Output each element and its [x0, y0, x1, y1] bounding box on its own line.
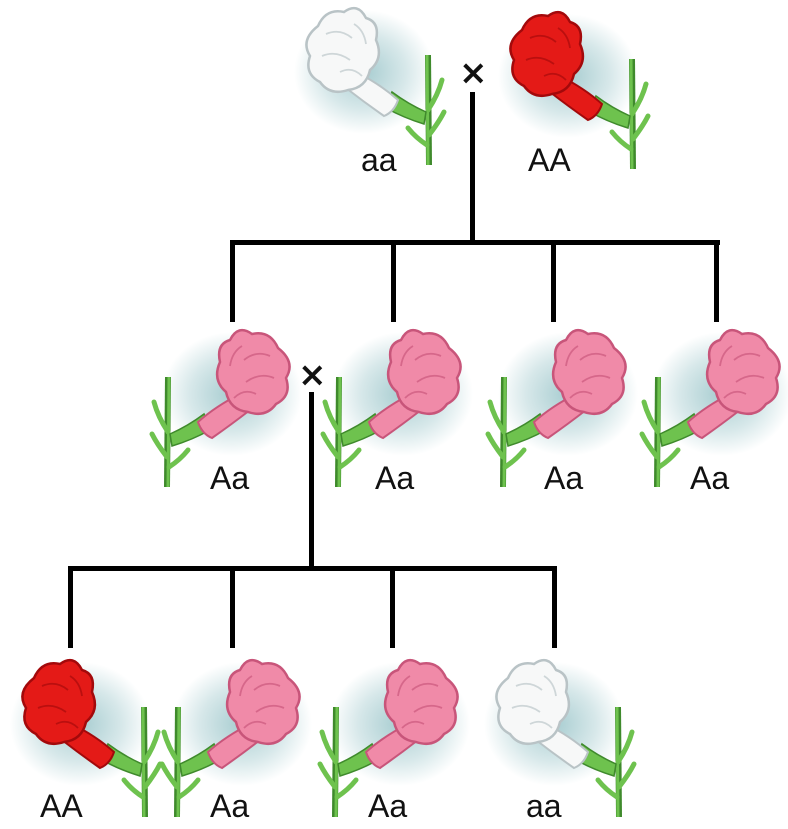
genotype-label-f2-1: AA — [40, 788, 83, 824]
genotype-label-f2-3: Aa — [368, 788, 407, 824]
connector-f2-bar — [68, 566, 557, 571]
connector-f1-drop-1 — [230, 240, 235, 322]
connector-f1-drop-2 — [391, 240, 396, 322]
genotype-label-f2-2: Aa — [210, 788, 249, 824]
genotype-label-p-1: aa — [361, 142, 397, 178]
genotype-label-f1-3: Aa — [544, 460, 583, 496]
genotype-label-f1-2: Aa — [375, 460, 414, 496]
connector-f1-stem — [309, 392, 314, 570]
connector-f2-drop-4 — [552, 566, 557, 648]
connector-f2-drop-3 — [390, 566, 395, 648]
connector-f2-drop-1 — [68, 566, 73, 648]
genotype-label-f1-4: Aa — [690, 460, 729, 496]
genotype-label-f1-1: Aa — [210, 460, 249, 496]
connector-f1-drop-3 — [551, 240, 556, 322]
connector-f1-drop-4 — [714, 240, 719, 322]
connector-p-stem — [470, 92, 475, 244]
flower-p-2 — [500, 4, 650, 174]
flower-f2-1 — [12, 652, 162, 822]
genotype-label-f2-4: aa — [526, 788, 562, 824]
p-cross-symbol: × — [459, 56, 488, 90]
connector-f2-drop-2 — [230, 566, 235, 648]
genotype-label-p-2: AA — [528, 142, 571, 178]
connector-f1-bar — [230, 240, 720, 245]
